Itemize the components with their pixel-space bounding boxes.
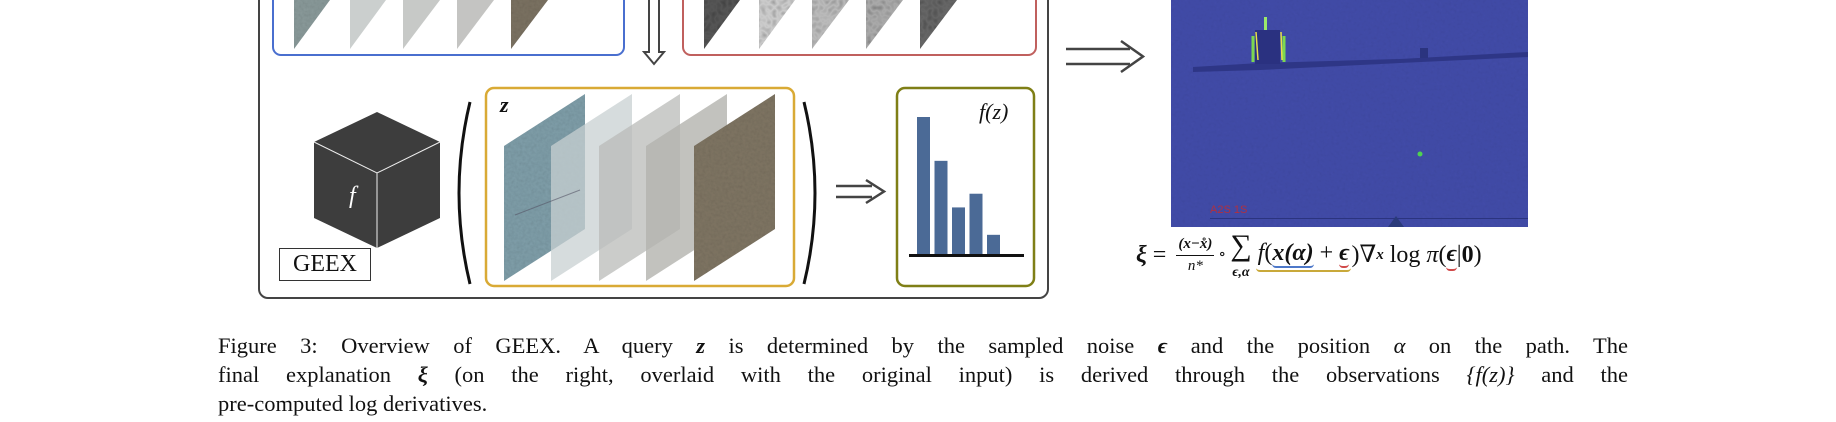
formula-den: n* bbox=[1187, 257, 1203, 274]
caption-text: is determined by the sampled noise bbox=[705, 333, 1158, 358]
output-bar bbox=[969, 193, 983, 254]
geex-label: GEEX bbox=[279, 248, 371, 281]
rp: ) bbox=[1351, 242, 1360, 268]
lp: ( bbox=[1264, 240, 1273, 266]
cube-label: f bbox=[349, 183, 359, 209]
output-bar bbox=[952, 207, 965, 254]
geex-outer-frame bbox=[258, 0, 1049, 299]
caption-math: ξ bbox=[417, 362, 428, 387]
explanation-heatmap: A2S 1S bbox=[1171, 0, 1528, 227]
output-bar bbox=[987, 234, 1000, 254]
pi: π bbox=[1426, 242, 1439, 268]
model-cube-icon: f bbox=[313, 112, 441, 248]
caption-text: final explanation bbox=[218, 362, 418, 387]
left-paren bbox=[457, 101, 472, 285]
pi-zero: 0 bbox=[1461, 242, 1474, 268]
down-arrow-icon bbox=[641, 0, 667, 66]
double-arrow-right-icon bbox=[1066, 39, 1146, 74]
f: f bbox=[1257, 240, 1265, 266]
x-alpha: x(α) bbox=[1272, 240, 1314, 268]
formula-eq: = bbox=[1152, 242, 1167, 268]
right-paren bbox=[802, 101, 817, 285]
pi-eps: ϵ bbox=[1446, 239, 1457, 271]
formula-sum: ∑ ϵ,α bbox=[1230, 228, 1251, 282]
double-arrow-right-icon bbox=[836, 178, 887, 205]
bar-baseline bbox=[909, 254, 1024, 257]
formula-num: (x−x̊) bbox=[1176, 235, 1215, 256]
caption-text: Figure 3: Overview of GEEX. A query bbox=[218, 333, 697, 358]
nabla-sub: x bbox=[1376, 246, 1384, 263]
query-label: z bbox=[499, 92, 509, 117]
formula-circ: ∘ bbox=[1218, 246, 1227, 263]
query-box: z bbox=[484, 86, 796, 288]
log: log bbox=[1383, 242, 1427, 268]
path-samples-box bbox=[272, 0, 625, 56]
eps: ϵ bbox=[1339, 240, 1350, 268]
formula-query-term: f(x(α) + ϵ bbox=[1255, 238, 1352, 272]
plus: + bbox=[1313, 240, 1340, 266]
caption-text: and the position bbox=[1167, 333, 1394, 358]
sum-sign: ∑ bbox=[1230, 229, 1252, 262]
noise-samples-box bbox=[682, 0, 1037, 56]
pi-bar: | bbox=[1456, 242, 1462, 268]
caption-line-1: Figure 3: Overview of GEEX. A query z is… bbox=[218, 331, 1628, 360]
formula-xi: ξ bbox=[1136, 242, 1147, 268]
caption-line-2: final explanation ξ (on the right, overl… bbox=[218, 360, 1628, 389]
caption-line-3: pre-computed log derivatives. bbox=[218, 391, 488, 416]
nabla: ∇ bbox=[1359, 242, 1377, 268]
pi-rp: ) bbox=[1473, 242, 1482, 268]
caption-text: and the bbox=[1514, 362, 1628, 387]
caption-text: on the path. The bbox=[1405, 333, 1628, 358]
output-bar bbox=[934, 160, 948, 254]
caption-math: z bbox=[696, 333, 706, 358]
pi-lp: ( bbox=[1438, 242, 1447, 268]
heatmap-overlay-text: A2S 1S bbox=[1210, 204, 1247, 216]
output-box: f(z) bbox=[895, 86, 1036, 288]
caption-math: ϵ bbox=[1157, 333, 1168, 358]
formula-fraction: (x−x̊) n* bbox=[1176, 235, 1215, 276]
caption-math: {f(z)} bbox=[1466, 362, 1515, 387]
caption-math: α bbox=[1393, 333, 1406, 358]
caption-text: (on the right, overlaid with the origina… bbox=[427, 362, 1467, 387]
sum-sub: ϵ,α bbox=[1232, 265, 1250, 280]
output-bar bbox=[917, 117, 930, 254]
output-label: f(z) bbox=[979, 99, 1008, 124]
explanation-formula: ξ = (x−x̊) n* ∘ ∑ ϵ,α f(x(α) + ϵ)∇x log … bbox=[1136, 228, 1482, 282]
